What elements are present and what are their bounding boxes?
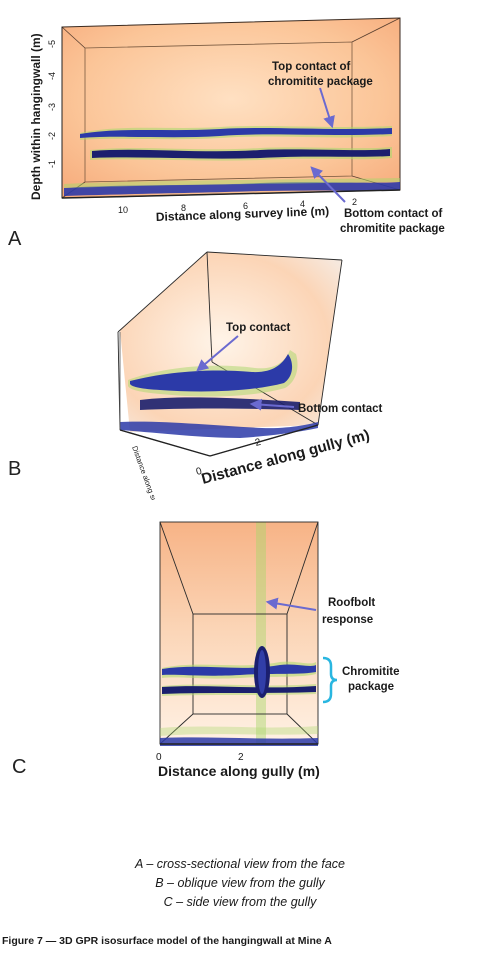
panel-c-figure: 0 2 Distance along gully (m) Roofbolt re…: [156, 521, 400, 779]
panel-c-roofbolt-column: [256, 522, 266, 744]
panel-a-bottom-arrow: [310, 166, 346, 203]
panel-c-brace: [322, 656, 338, 704]
panel-c-label: C: [12, 756, 27, 778]
panel-c-volume: [160, 522, 318, 744]
panel-a-bottom-annotation: chromitite package: [340, 223, 445, 235]
panel-a-ytick: -5: [47, 40, 57, 48]
panel-a-isosurface: [64, 126, 400, 196]
panel-a-ytick: -4: [47, 72, 57, 80]
panel-c-chromitite-annotation: package: [348, 681, 394, 693]
panel-b-top-arrow: [196, 335, 239, 372]
caption-line: C – side view from the gully: [163, 895, 317, 909]
panel-a-bottom-annotation: Bottom contact of: [344, 208, 443, 220]
panel-b-xtick: 0: [195, 466, 204, 478]
panel-a-top-annotation: chromitite package: [268, 76, 373, 88]
panel-c-roofbolt-arrow: [265, 597, 317, 611]
caption-line: A – cross-sectional view from the face: [134, 857, 346, 871]
panel-b: Distance along survey line (m) 0 2 Dista…: [0, 250, 480, 500]
panel-c: 0 2 Distance along gully (m) Roofbolt re…: [0, 510, 480, 790]
panel-b-figure: Distance along survey line (m) 0 2 Dista…: [117, 251, 383, 500]
panel-a-top-annotation: Top contact of: [272, 61, 351, 73]
panel-c-xlabel: Distance along gully (m): [158, 763, 320, 779]
panel-b-top-annotation: Top contact: [226, 322, 290, 334]
panel-a-xtick: 4: [300, 199, 305, 209]
figure-title: Figure 7 — 3D GPR isosurface model of th…: [2, 935, 332, 947]
panel-b-label: B: [8, 458, 22, 480]
panel-a-figure: -5 -4 -3 -2 -1 Depth within hangingwall …: [29, 17, 445, 235]
panel-a: -5 -4 -3 -2 -1 Depth within hangingwall …: [0, 0, 480, 255]
panel-b-isosurface: [120, 350, 318, 438]
panel-a-xtick: 6: [243, 201, 248, 211]
panel-b-bottom-annotation: Bottom contact: [298, 403, 383, 415]
panel-b-side-axis-label: Distance along survey line (m): [130, 445, 173, 500]
panel-a-top-arrow: [319, 87, 335, 129]
panel-a-ytick: -2: [47, 132, 57, 140]
panel-a-xtick: 8: [181, 203, 186, 213]
panel-c-xtick: 2: [238, 752, 244, 763]
panel-a-ylabel: Depth within hangingwall (m): [29, 33, 43, 200]
figure-caption: A – cross-sectional view from the face B…: [0, 855, 480, 912]
panel-c-roofbolt-annotation: response: [322, 614, 373, 626]
panel-b-bottom-arrow: [249, 398, 295, 411]
panel-c-roofbolt-annotation: Roofbolt: [328, 597, 375, 609]
panel-c-chromitite-annotation: Chromitite: [342, 666, 400, 678]
panel-c-xtick: 0: [156, 752, 162, 763]
panel-a-xtick: 2: [352, 197, 357, 207]
panel-a-ytick: -3: [47, 103, 57, 111]
panel-a-xtick: 10: [118, 205, 128, 215]
panel-a-label: A: [8, 228, 22, 250]
panel-a-ytick: -1: [47, 160, 57, 168]
caption-line: B – oblique view from the gully: [155, 876, 325, 890]
panel-a-xlabel: Distance along survey line (m): [156, 204, 330, 224]
panel-b-xtick: 2: [254, 437, 263, 449]
